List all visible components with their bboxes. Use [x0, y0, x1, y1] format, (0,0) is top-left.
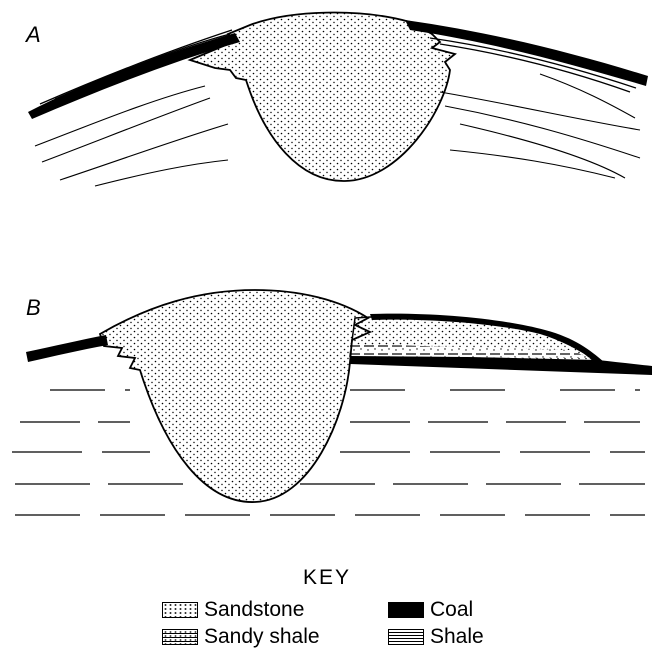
sandstone-swatch-icon [162, 602, 198, 618]
section-a-label: A [26, 22, 41, 48]
key-item-label: Coal [430, 599, 473, 621]
key-item-label: Shale [430, 626, 484, 648]
shale-swatch-icon [388, 629, 424, 645]
coal-swatch-icon [388, 602, 424, 618]
key-title: KEY [0, 566, 654, 590]
sandstone-channel-b [100, 290, 370, 502]
section-a [28, 13, 648, 186]
coal-seam-a-left [28, 33, 240, 119]
section-b [12, 290, 652, 515]
sandstone-channel-a [190, 13, 455, 181]
key-item-shale: Shale [388, 626, 484, 648]
shale-layers-a-right [420, 30, 640, 92]
key-item-sandy-shale: Sandy shale [162, 626, 320, 648]
key-item-sandstone: Sandstone [162, 599, 304, 621]
sandy-shale-swatch-icon [162, 629, 198, 645]
key-item-label: Sandstone [204, 599, 304, 621]
key-item-label: Sandy shale [204, 626, 320, 648]
section-b-label: B [26, 295, 41, 321]
key-item-coal: Coal [388, 599, 473, 621]
coal-seam-b-left [26, 335, 108, 362]
